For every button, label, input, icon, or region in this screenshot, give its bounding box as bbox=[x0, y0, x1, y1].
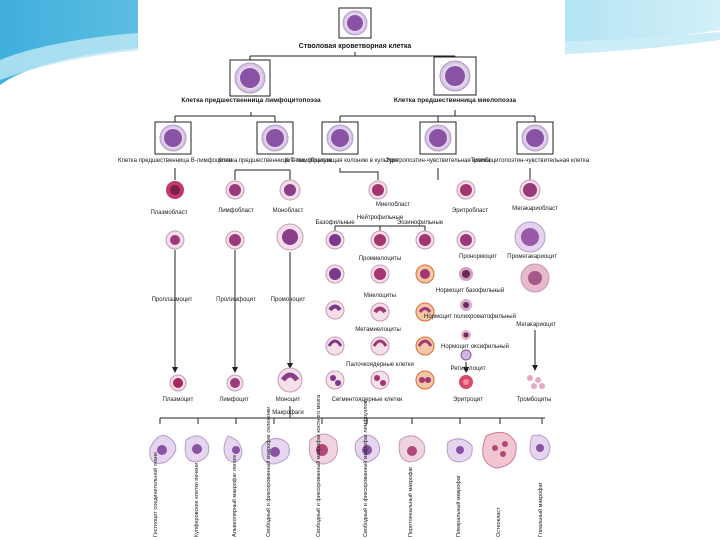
plasmablast-label: Плазмобласт bbox=[150, 210, 187, 216]
normocyte-oxyphilic-label: Нормоцит оксифильный bbox=[441, 343, 509, 350]
band-cells-label: Палочкоядерные клетки bbox=[346, 362, 414, 368]
platelets-label: Тромбоциты bbox=[517, 397, 552, 403]
pro-stage-cells bbox=[165, 221, 546, 253]
stem-cell-label: Стволовая кроветворная клетка bbox=[299, 43, 412, 50]
precursor-row bbox=[154, 121, 554, 155]
macrophages-title: Макрофаги bbox=[272, 410, 304, 416]
reticulocyte-label: Ретикулоцит bbox=[451, 366, 486, 372]
myelocytes-label: Миелоциты bbox=[364, 293, 396, 299]
cfu-label: Клетка, образующая колонию в культуре bbox=[285, 158, 399, 164]
macrophage-label: Свободный и фиксированный макрофаг селез… bbox=[265, 407, 272, 537]
macrophage-label: Плевральный макрофаг bbox=[455, 475, 462, 537]
metamyelocytes-label: Метамиелоциты bbox=[355, 327, 401, 333]
erythro-precursor-label: Эритропоэтин-чувствительная клетка bbox=[385, 158, 491, 164]
erythrocyte-label: Эритроцит bbox=[453, 397, 483, 403]
macrophage-label: Гистиоцит соединительной ткани bbox=[152, 452, 159, 537]
b-precursor-label: Клетка предшественница В-лимфоцитов bbox=[118, 158, 232, 164]
myelo-precursor-cell-icon bbox=[439, 60, 471, 92]
metamyelocyte-cells bbox=[325, 299, 472, 322]
macrophage-label: Купферовские клетки печени bbox=[194, 463, 200, 537]
segmented-cells-label: Сегментоядерные клетки bbox=[332, 397, 403, 403]
macrophage-label: Остеокласт bbox=[496, 507, 502, 537]
thrombo-precursor-label: Тромбоцитопоэтин-чувствительная клетка bbox=[471, 158, 590, 164]
macrophage-labels: Гистиоцит соединительной ткани Купферовс… bbox=[152, 394, 544, 537]
neutrophilic-label: Нейтрофильные bbox=[357, 214, 404, 221]
erythroblast-label: Эритробласт bbox=[452, 208, 488, 214]
myelo-precursor-label: Клетка предшественница миелопоэза bbox=[394, 97, 517, 104]
macrophage-label: Глиальный макрофаг bbox=[537, 482, 544, 537]
macrophage-label: Свободный и фиксированный макрофаг костн… bbox=[315, 394, 322, 537]
myeloblast-label: Миелобласт bbox=[376, 202, 410, 208]
t-precursor-label: Клетка предшественница Т-лимфоцитов bbox=[218, 158, 332, 164]
macrophage-label: Альвеолярный макрофаг легких bbox=[231, 454, 238, 537]
band-cells bbox=[325, 330, 472, 361]
prolymphocyte-label: Пролимфоцит bbox=[216, 297, 256, 303]
normocyte-polychromatophilic-label: Нормоцит полихроматофильный bbox=[424, 313, 516, 320]
monocyte-label: Моноцит bbox=[276, 397, 301, 403]
lymphoblast-label: Лимфобласт bbox=[218, 208, 254, 214]
lympho-precursor-label: Клетка предшественница лимфоцитопоэза bbox=[181, 97, 321, 104]
lymphocyte-label: Лимфоцит bbox=[219, 397, 248, 403]
blast-cells bbox=[166, 179, 541, 201]
monoblast-label: Монобласт bbox=[273, 208, 304, 214]
megakaryoblast-label: Мегакариобласт bbox=[512, 206, 558, 212]
eosinophilic-label: Эозинофильные bbox=[397, 220, 444, 226]
promegakaryocyte-label: Промегакариоцит bbox=[507, 254, 557, 260]
mature-cells bbox=[169, 367, 545, 393]
lympho-precursor-cell-icon bbox=[234, 62, 266, 94]
pronormocyte-label: Пронормоцит bbox=[459, 254, 497, 260]
macrophage-label: Свободный и фиксированный макрофаг лимфо… bbox=[362, 400, 369, 537]
stem-cell-icon bbox=[342, 10, 368, 36]
proplasmocyte-label: Проплазмоцит bbox=[152, 297, 193, 303]
basophilic-label: Базофильные bbox=[315, 220, 355, 226]
promyelocytes-label: Промиелоциты bbox=[359, 256, 401, 262]
megakaryocyte-label: Мегакариоцит bbox=[516, 322, 556, 328]
promonocyte-label: Промоноцит bbox=[271, 297, 306, 303]
macrophage-cells bbox=[149, 431, 551, 469]
plasmocyte-label: Плазмоцит bbox=[163, 397, 194, 403]
normocyte-basophilic-label: Нормоцит базофильный bbox=[436, 287, 504, 294]
myelocyte-cells bbox=[325, 263, 550, 293]
macrophage-label: Перитонеальный макрофаг bbox=[407, 467, 414, 537]
